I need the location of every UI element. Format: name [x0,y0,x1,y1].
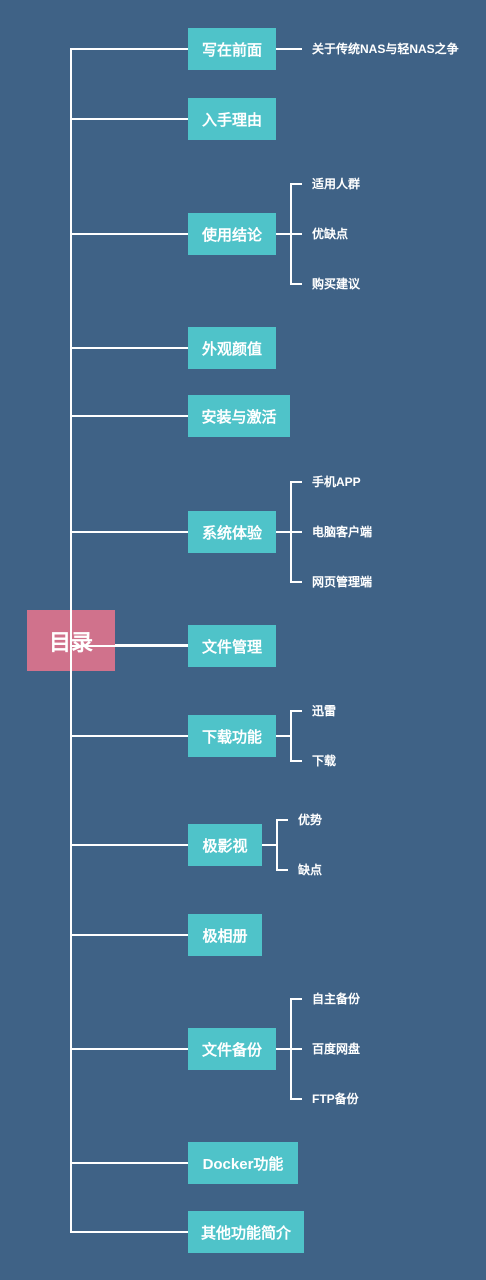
subtopic-label: 优势 [298,813,323,827]
spine-connector [70,48,72,1233]
branch-connector [70,1231,188,1233]
topic-label: 下载功能 [202,728,263,746]
branch-connector [70,844,188,846]
subtopic-stub [276,1048,290,1050]
topic-label: 系统体验 [202,524,263,542]
topic-node: 系统体验 [188,511,276,553]
subtopic-label: 优缺点 [312,227,349,241]
subtopic-connector [290,710,302,712]
branch-connector [70,415,188,417]
subtopic-connector [290,233,302,235]
subtopic-stub [276,735,290,737]
subtopic-stub [276,48,290,50]
subtopic-label: 电脑客户端 [312,525,373,539]
subtopic-connector [290,531,302,533]
subtopic-connector [290,998,302,1000]
topic-node: 外观颜值 [188,327,276,369]
branch-connector [70,233,188,235]
topic-node: 文件管理 [188,625,276,667]
subtopic-connector [290,283,302,285]
topic-label: 写在前面 [202,41,263,59]
subtopic-connector [290,1098,302,1100]
subtopic-label: 手机APP [312,475,361,489]
topic-label: Docker功能 [202,1155,284,1173]
subtopic-bracket [290,710,292,762]
topic-label: 外观颜值 [202,340,263,358]
subtopic-connector [276,869,288,871]
subtopic-connector [290,183,302,185]
subtopic-label: 关于传统NAS与轻NAS之争 [312,42,459,56]
topic-label: 文件管理 [202,638,263,656]
topic-node: 其他功能简介 [188,1211,304,1253]
branch-connector [70,1162,188,1164]
topic-node: 写在前面 [188,28,276,70]
topic-node: 文件备份 [188,1028,276,1070]
subtopic-label: 百度网盘 [312,1042,361,1056]
branch-connector [70,48,188,50]
branch-connector [70,934,188,936]
subtopic-stub [276,531,290,533]
subtopic-label: 迅雷 [312,704,337,718]
branch-connector [70,531,188,533]
topic-node: 下载功能 [188,715,276,757]
topic-node: 入手理由 [188,98,276,140]
subtopic-connector [290,48,302,50]
topic-node: Docker功能 [188,1142,298,1184]
subtopic-bracket [276,819,278,871]
topic-label: 极影视 [202,837,248,855]
branch-connector [70,645,188,647]
topic-label: 安装与激活 [201,408,277,426]
subtopic-connector [290,581,302,583]
topic-node: 极相册 [188,914,262,956]
subtopic-connector [276,819,288,821]
subtopic-label: 下载 [312,754,337,768]
subtopic-label: 缺点 [298,863,323,877]
branch-connector [70,1048,188,1050]
topic-node: 使用结论 [188,213,276,255]
subtopic-label: 网页管理端 [312,575,373,589]
subtopic-label: FTP备份 [312,1092,359,1106]
subtopic-stub [276,233,290,235]
subtopic-connector [290,481,302,483]
subtopic-stub [262,844,276,846]
topic-label: 极相册 [202,927,248,945]
branch-connector [70,347,188,349]
topic-label: 使用结论 [202,226,263,244]
subtopic-label: 购买建议 [312,277,361,291]
subtopic-label: 自主备份 [312,992,361,1006]
subtopic-label: 适用人群 [312,177,361,191]
topic-label: 入手理由 [202,111,263,129]
branch-connector [70,118,188,120]
subtopic-connector [290,760,302,762]
topic-node: 极影视 [188,824,262,866]
topic-node: 安装与激活 [188,395,290,437]
topic-label: 其他功能简介 [201,1224,292,1242]
subtopic-connector [290,1048,302,1050]
branch-connector [70,735,188,737]
topic-label: 文件备份 [202,1041,263,1059]
